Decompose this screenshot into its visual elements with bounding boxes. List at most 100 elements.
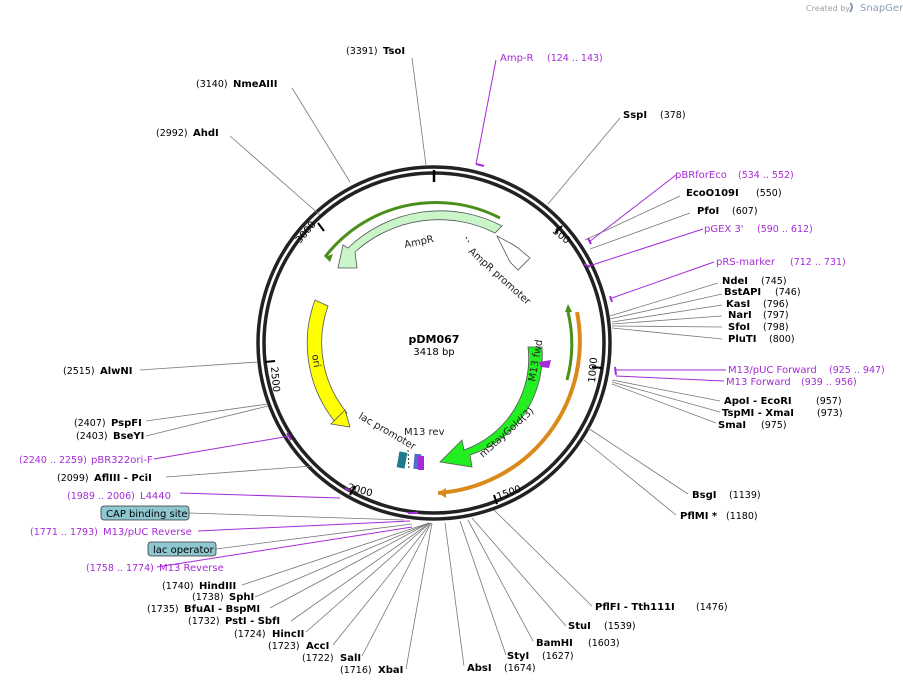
primer-pbr322ori-f[interactable]: pBR322ori-F xyxy=(91,455,153,466)
enzyme-pos-psti-sbfi: (1732) xyxy=(188,616,220,627)
primer-prs-marker[interactable]: pRS-marker xyxy=(716,257,776,268)
primer-range-m13-reverse: (1758 .. 1774) xyxy=(86,563,154,574)
enzyme-pos-hindiii: (1740) xyxy=(162,581,194,592)
enzyme-nmeaiii[interactable]: NmeAIII xyxy=(233,79,277,90)
enzyme-smai[interactable]: SmaI xyxy=(718,420,746,431)
enzyme-absi[interactable]: AbsI xyxy=(467,663,492,674)
primer-range-amp-r: (124 .. 143) xyxy=(547,53,603,64)
enzyme-sphi[interactable]: SphI xyxy=(229,592,254,603)
plasmid-size: 3418 bp xyxy=(413,347,454,358)
enzyme-bseyi[interactable]: BseYI xyxy=(113,431,144,442)
enzyme-pos-pfoi: (607) xyxy=(732,206,758,217)
tick-label-2500: 2500 xyxy=(268,366,281,392)
enzyme-tspmi-xmai[interactable]: TspMI - XmaI xyxy=(722,408,794,419)
enzyme-bsgi[interactable]: BsgI xyxy=(692,490,716,501)
mstaygold-arrow[interactable] xyxy=(439,346,543,468)
tick-label-1500: 1500 xyxy=(495,484,523,503)
enzyme-bamhi[interactable]: BamHI xyxy=(536,638,573,649)
snapgene-logo-icon xyxy=(849,2,853,13)
insert-orange-arrowhead xyxy=(438,488,446,498)
enzyme-pos-ecoo109i: (550) xyxy=(756,188,782,199)
enzyme-stui[interactable]: StuI xyxy=(568,621,591,632)
enzyme-afliii-pcii[interactable]: AflIII - PciI xyxy=(94,473,152,484)
enzyme-pfoi[interactable]: PfoI xyxy=(697,206,719,217)
feature-label-mstaygold: mStayGold(3) xyxy=(478,406,537,461)
enzyme-pos-pflmi: (1180) xyxy=(726,511,758,522)
ampr-promoter-arrow[interactable] xyxy=(496,235,531,271)
enzyme-ndei[interactable]: NdeI xyxy=(722,276,748,287)
lac-operator-connector xyxy=(215,523,413,550)
enzyme-pflfi-tth111i[interactable]: PflFI - Tth111I xyxy=(595,602,675,613)
backbone-outer xyxy=(256,165,612,521)
enzyme-alwni[interactable]: AlwNI xyxy=(100,366,133,377)
enzyme-nari[interactable]: NarI xyxy=(728,310,752,321)
enzyme-pos-bsgi: (1139) xyxy=(729,490,761,501)
primer-pgex3[interactable]: pGEX 3' xyxy=(704,224,744,235)
enzyme-bfuai-bspmi[interactable]: BfuAI - BspMI xyxy=(184,604,260,615)
enzyme-hindiii[interactable]: HindIII xyxy=(199,581,236,592)
enzyme-xbai[interactable]: XbaI xyxy=(378,665,403,676)
primer-m13-puc-forward[interactable]: M13/pUC Forward xyxy=(728,365,817,376)
enzyme-pos-ndei: (745) xyxy=(761,276,787,287)
enzyme-pos-styi: (1627) xyxy=(542,651,574,662)
tick-marks xyxy=(264,222,603,505)
enzyme-pos-bamhi: (1603) xyxy=(588,638,620,649)
enzyme-psti-sbfi[interactable]: PstI - SbfI xyxy=(225,616,280,627)
enzyme-ecoo109i[interactable]: EcoO109I xyxy=(686,188,739,199)
ampr-arrow[interactable] xyxy=(337,210,503,269)
enzyme-ahdi[interactable]: AhdI xyxy=(193,128,219,139)
enzyme-pos-kasi: (796) xyxy=(763,299,789,310)
enzyme-pluti[interactable]: PluTI xyxy=(728,334,756,345)
mstaygold-outline-arrowhead xyxy=(565,304,572,312)
enzyme-pos-smai: (975) xyxy=(761,420,787,431)
primer-m13-forward[interactable]: M13 Forward xyxy=(726,377,791,388)
enzyme-kasi[interactable]: KasI xyxy=(726,299,750,310)
primer-pbrforeco[interactable]: pBRforEco xyxy=(675,170,727,181)
enzyme-pos-hincii: (1724) xyxy=(234,629,266,640)
enzyme-hincii[interactable]: HincII xyxy=(272,629,304,640)
m13-fwd-marker[interactable] xyxy=(539,360,551,368)
enzyme-sspi[interactable]: SspI xyxy=(623,110,647,121)
enzyme-pos-xbai: (1716) xyxy=(340,665,372,676)
enzyme-pos-pflfi-tth111i: (1476) xyxy=(696,602,728,613)
enzyme-pos-afliii-pcii: (2099) xyxy=(57,473,89,484)
ori-arrowhead xyxy=(330,409,351,428)
enzyme-tsoi[interactable]: TsoI xyxy=(383,46,405,57)
primer-range-m13-puc-forward: (925 .. 947) xyxy=(829,365,885,376)
enzyme-bstapi[interactable]: BstAPI xyxy=(724,287,761,298)
enzyme-sali[interactable]: SalI xyxy=(340,653,361,664)
cap-binding-site-marker[interactable] xyxy=(396,451,408,469)
primer-m13-puc-reverse[interactable]: M13/pUC Reverse xyxy=(103,527,192,538)
enzyme-pos-nari: (797) xyxy=(763,310,789,321)
primer-range-pbr322ori-f: (2240 .. 2259) xyxy=(19,455,87,466)
primer-range-pgex3: (590 .. 612) xyxy=(757,224,813,235)
enzyme-acci[interactable]: AccI xyxy=(306,641,329,652)
enzyme-pos-sali: (1722) xyxy=(302,653,334,664)
feature-label-m13-rev: M13 rev xyxy=(404,427,445,438)
enzyme-sfoi[interactable]: SfoI xyxy=(728,322,750,333)
cap-binding-site-label: CAP binding site xyxy=(106,509,188,520)
ampr-outline-arrowhead xyxy=(325,254,333,262)
enzyme-pos-sspi: (378) xyxy=(660,110,686,121)
enzyme-pflmi[interactable]: PflMI * xyxy=(680,511,718,522)
mstaygold-outline-arc xyxy=(565,311,574,381)
enzyme-styi[interactable]: StyI xyxy=(507,651,529,662)
insert-orange-arc[interactable] xyxy=(437,311,582,495)
enzyme-pos-pspfi: (2407) xyxy=(74,418,106,429)
credit-prefix: Created by xyxy=(806,4,850,13)
primer-connector-lines xyxy=(153,59,726,568)
enzyme-pos-bseyi: (2403) xyxy=(76,431,108,442)
m13-rev-marker[interactable] xyxy=(418,456,424,470)
enzyme-pos-acci: (1723) xyxy=(268,641,300,652)
tick-label-1000: 1000 xyxy=(587,357,600,383)
enzyme-pos-apoi-ecori: (957) xyxy=(816,396,842,407)
primer-m13-reverse[interactable]: M13 Reverse xyxy=(159,563,224,574)
primer-amp-r[interactable]: Amp-R xyxy=(500,53,534,64)
enzyme-pos-sphi: (1738) xyxy=(192,592,224,603)
plasmid-name: pDM067 xyxy=(409,333,460,346)
enzyme-pspfi[interactable]: PspFI xyxy=(111,418,142,429)
primer-l4440[interactable]: L4440 xyxy=(140,491,171,502)
enzyme-apoi-ecori[interactable]: ApoI - EcoRI xyxy=(724,396,792,407)
enzyme-pos-sfoi: (798) xyxy=(763,322,789,333)
